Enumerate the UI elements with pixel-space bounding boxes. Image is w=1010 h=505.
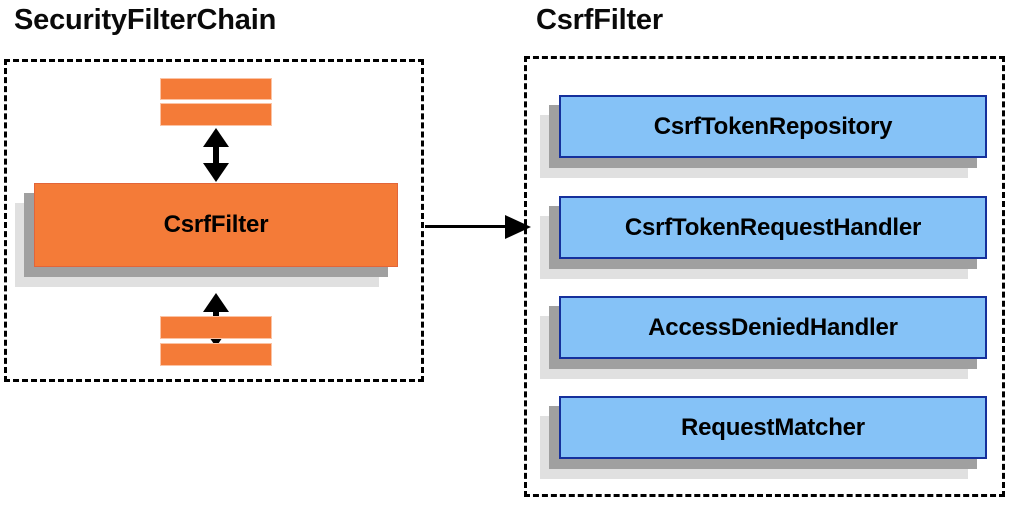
collaborator-box-label: AccessDeniedHandler bbox=[648, 313, 898, 341]
csrf-filter-panel bbox=[524, 56, 1005, 497]
csrf-filter-expansion-arrow bbox=[425, 215, 531, 239]
page-title-security-filter-chain: SecurityFilterChain bbox=[14, 4, 277, 36]
filter-stub-bar-bottom-2 bbox=[160, 343, 272, 366]
csrf-filter-box-label: CsrfFilter bbox=[163, 211, 269, 238]
collaborator-box-label: CsrfTokenRepository bbox=[653, 112, 893, 140]
collaborator-box-front: AccessDeniedHandler bbox=[559, 296, 987, 359]
page-title-csrf-filter: CsrfFilter bbox=[536, 4, 663, 36]
filter-chain-arrow-above bbox=[203, 128, 229, 182]
collaborator-box-request-matcher[interactable]: RequestMatcher bbox=[540, 396, 987, 479]
collaborator-box-csrf-token-request-handler[interactable]: CsrfTokenRequestHandler bbox=[540, 196, 987, 279]
collaborator-box-label: CsrfTokenRequestHandler bbox=[624, 213, 922, 241]
collaborator-box-front: CsrfTokenRepository bbox=[559, 95, 987, 158]
collaborator-box-front: RequestMatcher bbox=[559, 396, 987, 459]
security-filter-chain-panel bbox=[4, 59, 424, 382]
collaborator-box-label: RequestMatcher bbox=[681, 413, 865, 441]
collaborator-box-csrf-token-repository[interactable]: CsrfTokenRepository bbox=[540, 95, 987, 178]
csrf-filter-box[interactable]: CsrfFilter bbox=[15, 183, 398, 287]
filter-stub-bar-top-1 bbox=[160, 78, 272, 100]
collaborator-box-front: CsrfTokenRequestHandler bbox=[559, 196, 987, 259]
filter-stub-bar-bottom-1 bbox=[160, 316, 272, 339]
csrf-filter-box-front: CsrfFilter bbox=[34, 183, 398, 267]
filter-stub-bar-top-2 bbox=[160, 103, 272, 126]
collaborator-box-access-denied-handler[interactable]: AccessDeniedHandler bbox=[540, 296, 987, 379]
